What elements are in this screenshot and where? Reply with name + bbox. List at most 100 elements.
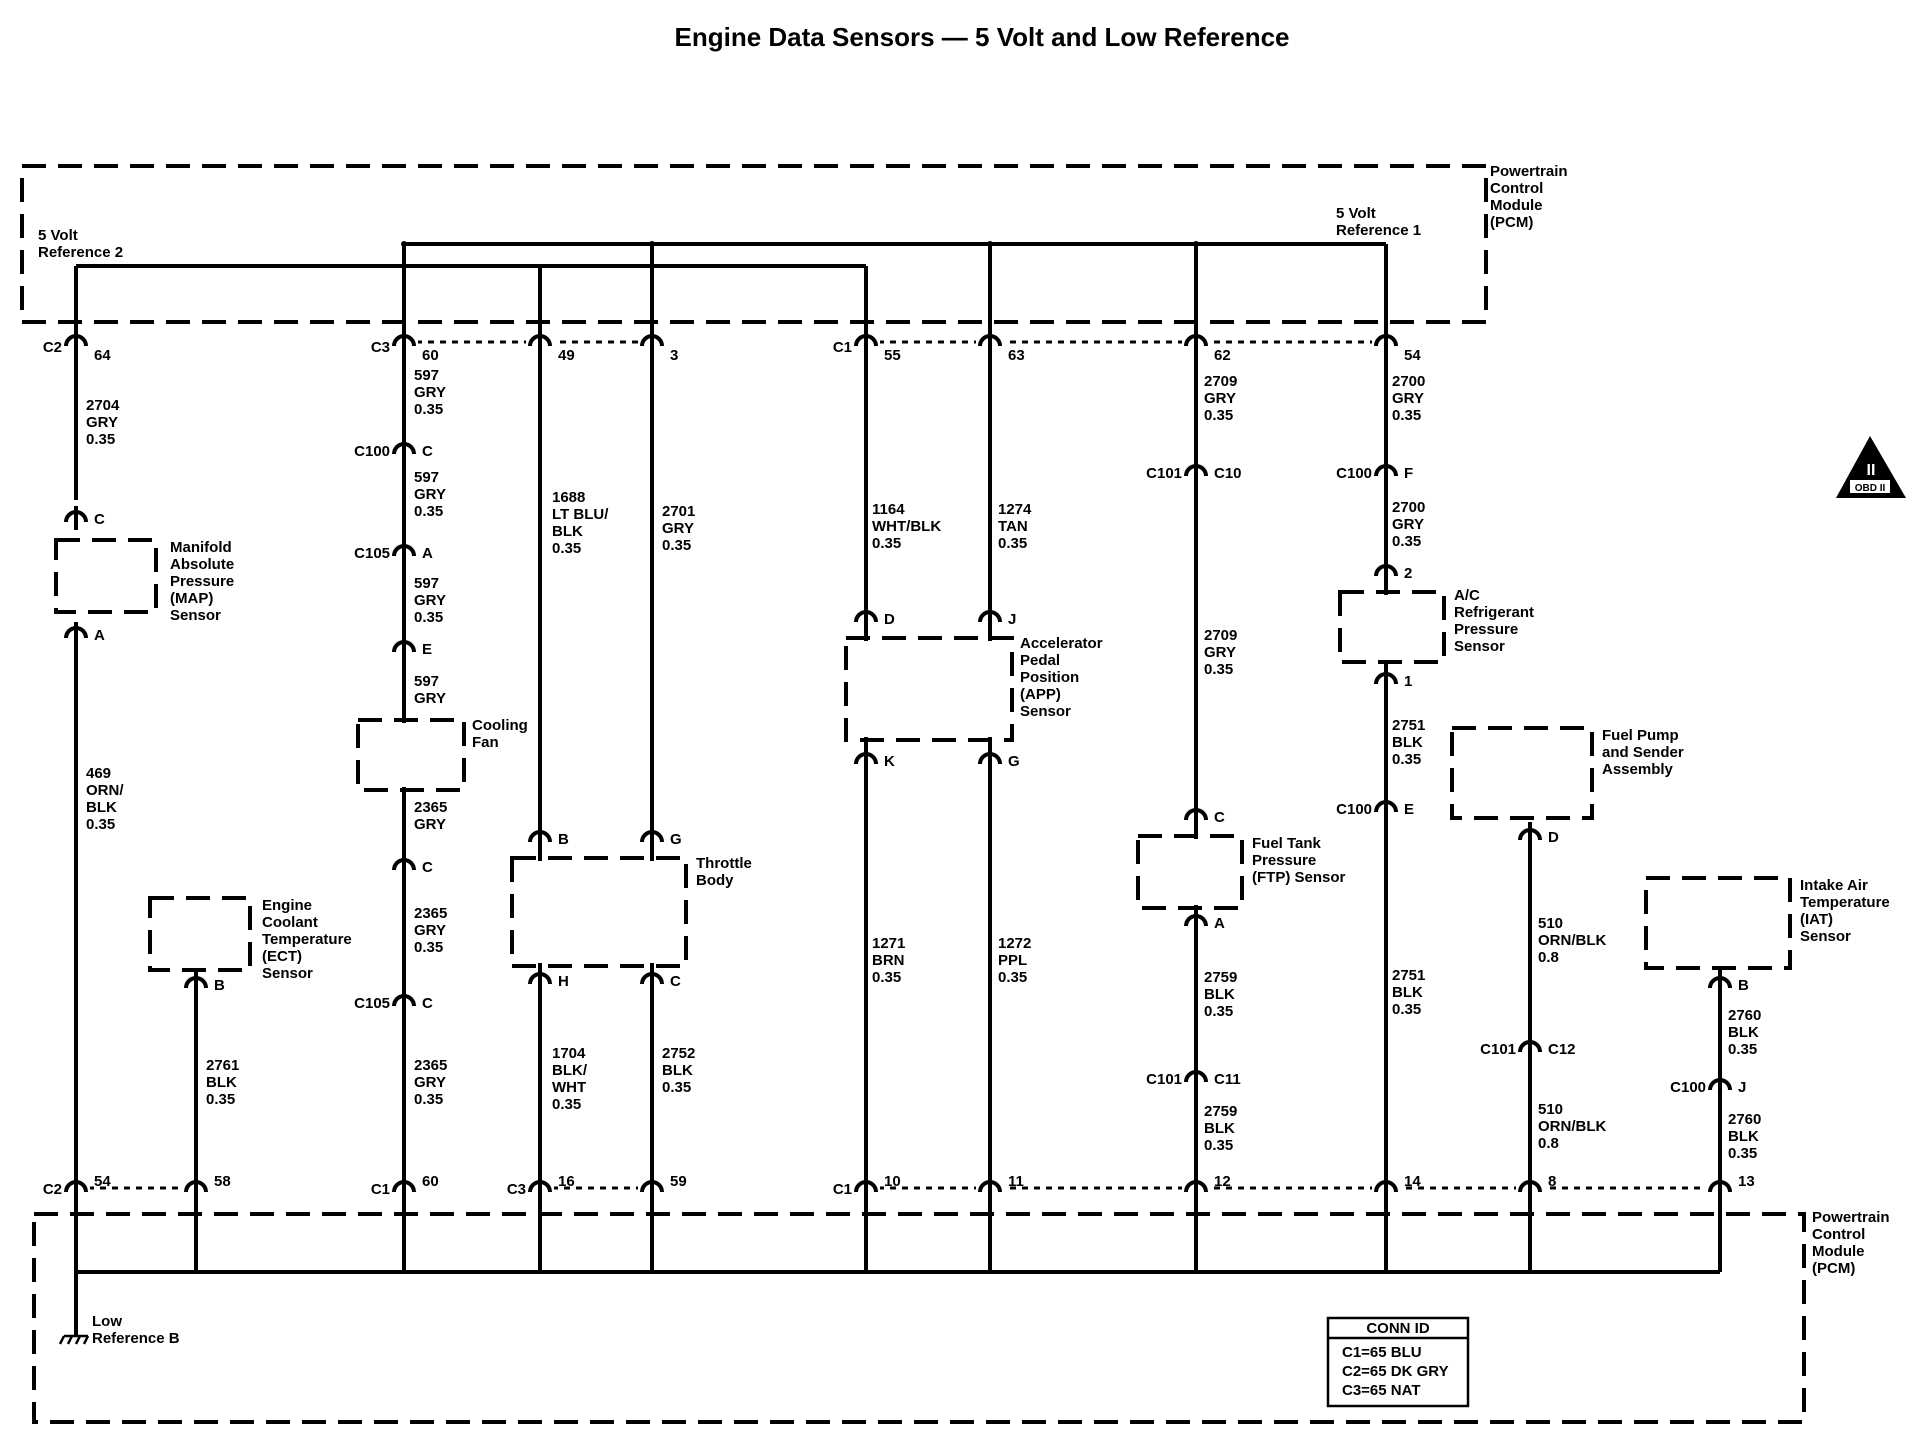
connector-id: C3 [371,339,390,356]
wire-label: 0.35 [86,816,115,833]
wire-label: BLK/ [552,1062,588,1079]
wire-label: 0.35 [86,431,115,448]
pcm-label: Powertrain [1812,1209,1890,1226]
component-name: Sensor [1800,928,1851,945]
connector-pin-icon [390,854,418,878]
connector-id: C2 [43,1181,62,1198]
wire-label: 0.35 [1392,533,1421,550]
connector-pin-icon [1182,804,1210,828]
wire-label: BLK [1728,1024,1759,1041]
wire-label: 0.35 [414,609,443,626]
connector-pin-icon [852,748,880,772]
component-name: A/C [1454,587,1480,604]
wire-label: 0.35 [1728,1041,1757,1058]
pin-number: 55 [884,347,901,364]
wire-label: BLK [86,799,117,816]
connector-id: C1 [833,339,852,356]
component-name: Fan [472,734,499,751]
wire-label: GRY [414,384,446,401]
component-pin: K [884,753,895,770]
wire-label: ORN/BLK [1538,1118,1606,1135]
inline-connector-pin: C [422,995,433,1012]
component-name: Body [696,872,734,889]
connector-pin-icon [390,636,418,660]
wire-label: 1274 [998,501,1032,518]
pcm-label: (PCM) [1490,214,1533,231]
connector-pin-icon [526,330,554,354]
junction-dot [401,263,407,269]
component-name: Pressure [1454,621,1518,638]
wire-label: 0.8 [1538,1135,1559,1152]
wire-label: 0.35 [872,969,901,986]
pcm-label: Control [1490,180,1543,197]
pin-number: 59 [670,1173,687,1190]
junction-dot [1193,241,1199,247]
component-name: Temperature [1800,894,1890,911]
wire-label: 1272 [998,935,1031,952]
component-pin: D [884,611,895,628]
component-name: (ECT) [262,948,302,965]
component-pin: C [94,511,105,528]
wire-label: 597 [414,575,439,592]
connector-pin-icon [390,330,418,354]
obd-badge: II OBD II [1836,436,1906,498]
ground-icon [58,1272,90,1345]
inline-connector-id: C101 [1146,1071,1182,1088]
wire-label: GRY [414,592,446,609]
wire-label: WHT/BLK [872,518,941,535]
wire-label: BLK [1728,1128,1759,1145]
connector-pin-icon [1706,1074,1734,1098]
component-pin: J [1008,611,1016,628]
component-pin: A [94,627,105,644]
pin-number: 64 [94,347,111,364]
component-pin: 1 [1404,673,1412,690]
component-name: (MAP) [170,590,213,607]
connector-pin-icon [852,330,880,354]
connector-pin-icon [638,1176,666,1200]
junction-dot [649,241,655,247]
wire-label: BLK [206,1074,237,1091]
pin-number: 58 [214,1173,231,1190]
connector-pin-icon [1372,460,1400,484]
ref2-label: 5 Volt [38,227,78,244]
component-name: (IAT) [1800,911,1833,928]
wire-label: 2365 [414,905,447,922]
wire-label: 1164 [872,501,905,518]
page-title: Engine Data Sensors — 5 Volt and Low Ref… [675,22,1290,52]
component-name: Accelerator [1020,635,1103,652]
connector-pin-icon [526,968,554,992]
component-name: Fuel Tank [1252,835,1322,852]
inline-connector-pin: C [422,859,433,876]
inline-connector-id: C101 [1146,465,1182,482]
wire-label: 0.35 [414,503,443,520]
inline-connector-pin: E [1404,801,1414,818]
wire-label: 0.35 [662,1079,691,1096]
wire-label: GRY [414,816,446,833]
ref1-label: 5 Volt [1336,205,1376,222]
wire-label: 0.35 [1728,1145,1757,1162]
component-pin: C [670,973,681,990]
component-name: Pressure [170,573,234,590]
junction-dot [987,241,993,247]
connector-pin-icon [182,972,210,996]
inline-connector-id: C100 [1336,801,1372,818]
wire-label: GRY [414,486,446,503]
pin-number: 54 [1404,347,1421,364]
wire-label: 510 [1538,915,1563,932]
wire-label: 510 [1538,1101,1563,1118]
wire-label: ORN/BLK [1538,932,1606,949]
wire-label: LT BLU/ [552,506,609,523]
wire-label: ORN/ [86,782,124,799]
wire-label: 0.35 [1392,1001,1421,1018]
component-name: Position [1020,669,1079,686]
component-box [1644,876,1792,970]
wire-label: 0.35 [872,535,901,552]
wire-label: 2752 [662,1045,695,1062]
connector-pin-icon [390,1176,418,1200]
low-ref-label: Low [92,1313,122,1330]
component-box [1338,590,1446,664]
wire-label: 2760 [1728,1111,1761,1128]
inline-connector-id: C100 [354,443,390,460]
component-name: Manifold [170,539,232,556]
